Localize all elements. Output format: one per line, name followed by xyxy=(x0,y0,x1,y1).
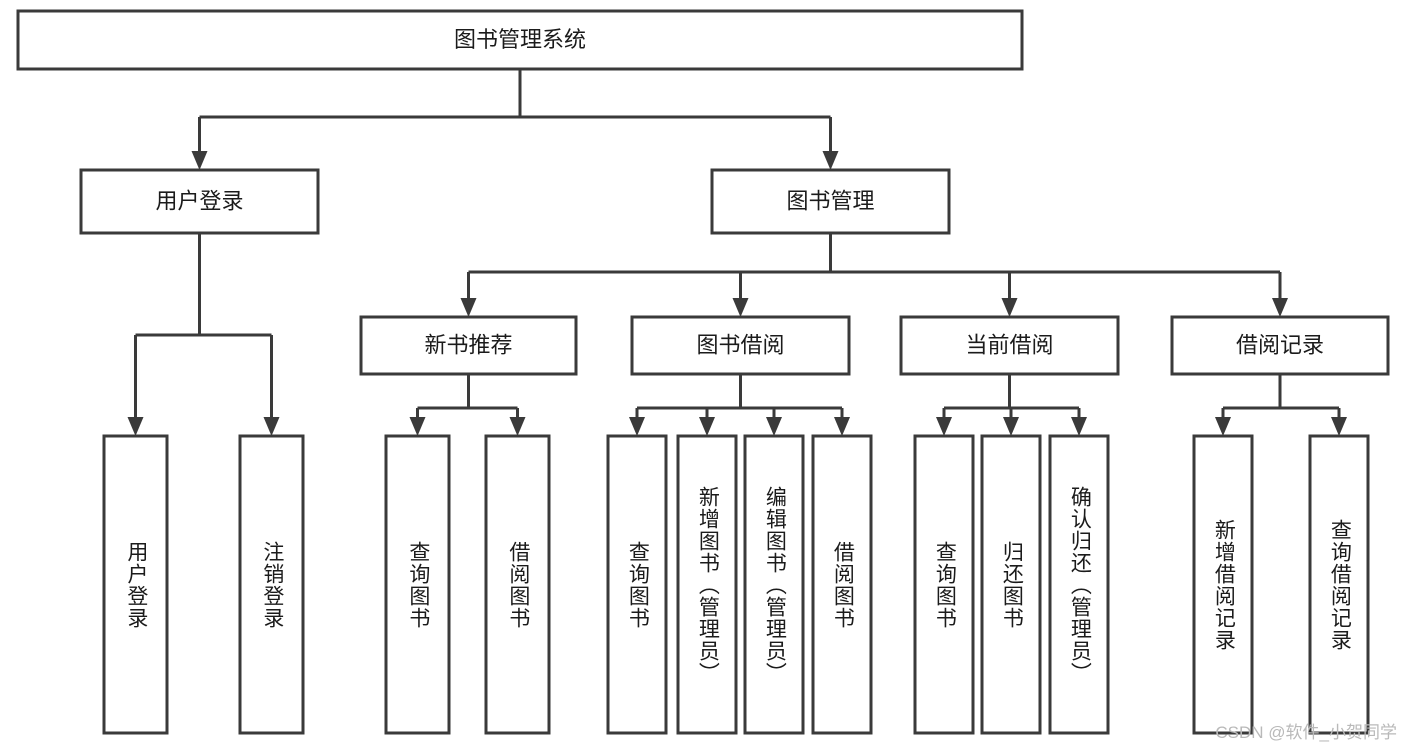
node-label-new-book-rec: 新书推荐 xyxy=(424,332,512,357)
arrow-head-icon xyxy=(191,151,208,170)
node-box-layer xyxy=(16,9,1390,735)
node-box-book-manage[interactable] xyxy=(710,168,951,235)
node-box-leaf-borrow-book-2[interactable] xyxy=(811,434,873,735)
arrow-head-icon xyxy=(936,417,952,436)
arrow-head-icon xyxy=(1071,417,1087,436)
node-box-current-borrow[interactable] xyxy=(899,315,1120,376)
arrow-head-icon xyxy=(732,298,749,317)
node-box-root[interactable] xyxy=(16,9,1024,71)
node-box-leaf-query-book-3[interactable] xyxy=(913,434,975,735)
node-box-borrow-record[interactable] xyxy=(1170,315,1390,376)
node-label-current-borrow: 当前借阅 xyxy=(965,332,1053,357)
node-label-book-borrow: 图书借阅 xyxy=(696,332,784,357)
node-box-leaf-user-logout[interactable] xyxy=(238,434,305,735)
arrow-head-icon xyxy=(822,151,839,170)
node-box-leaf-edit-book[interactable] xyxy=(743,434,805,735)
node-box-leaf-confirm-return[interactable] xyxy=(1048,434,1110,735)
node-box-leaf-query-book-1[interactable] xyxy=(384,434,451,735)
arrow-head-icon xyxy=(1003,417,1019,436)
arrow-head-icon xyxy=(1272,298,1288,317)
node-label-borrow-record: 借阅记录 xyxy=(1236,332,1324,357)
node-box-leaf-borrow-book-1[interactable] xyxy=(484,434,551,735)
arrow-head-icon xyxy=(699,417,715,436)
node-box-user-login[interactable] xyxy=(79,168,320,235)
arrow-head-icon xyxy=(409,417,426,436)
node-box-leaf-return-book[interactable] xyxy=(980,434,1042,735)
node-label-root: 图书管理系统 xyxy=(454,27,586,52)
arrow-head-icon xyxy=(127,417,144,436)
node-label-user-login: 用户登录 xyxy=(155,188,243,213)
node-label-book-manage: 图书管理 xyxy=(786,188,874,213)
node-box-new-book-rec[interactable] xyxy=(359,315,578,376)
node-box-leaf-user-login[interactable] xyxy=(102,434,169,735)
arrow-head-icon xyxy=(263,417,280,436)
node-box-leaf-query-record[interactable] xyxy=(1308,434,1370,735)
arrow-head-icon xyxy=(766,417,782,436)
arrow-head-icon xyxy=(1215,417,1231,436)
arrow-head-icon xyxy=(1331,417,1347,436)
arrow-head-icon xyxy=(460,298,477,317)
node-box-leaf-add-book[interactable] xyxy=(676,434,738,735)
arrow-head-icon xyxy=(629,417,645,436)
csdn-watermark: CSDN @软件_小贺同学 xyxy=(1215,723,1397,742)
node-box-leaf-add-record[interactable] xyxy=(1192,434,1254,735)
arrow-head-icon xyxy=(834,417,850,436)
connector-layer xyxy=(127,69,1347,436)
arrow-head-icon xyxy=(509,417,526,436)
node-box-leaf-query-book-2[interactable] xyxy=(606,434,668,735)
arrow-head-icon xyxy=(1001,298,1018,317)
node-box-book-borrow[interactable] xyxy=(630,315,851,376)
